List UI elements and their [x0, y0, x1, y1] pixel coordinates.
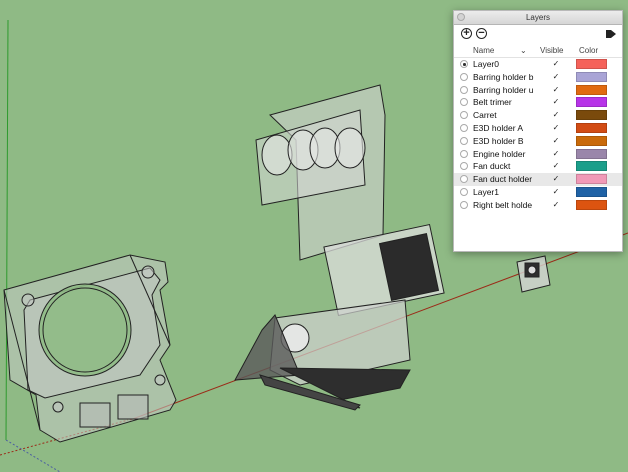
column-headers: Name ⌄ Visible Color — [454, 43, 622, 58]
active-layer-radio[interactable] — [460, 200, 468, 209]
layer-row[interactable]: Engine holder ✓ — [454, 148, 622, 161]
name-column-header[interactable]: Name — [473, 46, 495, 55]
layer-name[interactable]: Layer1 — [473, 186, 499, 197]
panel-titlebar[interactable]: Layers — [454, 11, 622, 25]
remove-layer-button[interactable]: − — [476, 28, 487, 39]
add-layer-button[interactable]: + — [461, 28, 472, 39]
active-layer-radio[interactable] — [460, 162, 468, 171]
color-swatch[interactable] — [576, 174, 607, 185]
active-layer-radio[interactable] — [460, 136, 468, 145]
color-swatch[interactable] — [576, 148, 607, 159]
layer-row[interactable]: Belt trimer ✓ — [454, 96, 622, 109]
active-layer-radio[interactable] — [460, 187, 468, 196]
color-swatch[interactable] — [576, 161, 607, 172]
active-layer-radio[interactable] — [460, 98, 468, 107]
color-swatch[interactable] — [576, 122, 607, 133]
layer-row[interactable]: Barring holder b ✓ — [454, 71, 622, 84]
layer-row[interactable]: Layer0 ✓ — [454, 58, 622, 71]
layer-name[interactable]: Fan duct holder — [473, 174, 533, 185]
layer-name[interactable]: Carret — [473, 110, 497, 121]
carriage-model[interactable] — [234, 84, 445, 411]
layer-name[interactable]: E3D holder A — [473, 122, 524, 133]
visible-checkbox[interactable]: ✓ — [552, 122, 560, 132]
sort-chevron-icon[interactable]: ⌄ — [520, 46, 527, 55]
color-swatch[interactable] — [576, 199, 607, 210]
color-swatch[interactable] — [576, 135, 607, 146]
active-layer-radio[interactable] — [460, 72, 468, 81]
visible-checkbox[interactable]: ✓ — [552, 174, 560, 184]
green-axis — [5, 19, 9, 441]
layer-row[interactable]: E3D holder B ✓ — [454, 135, 622, 148]
fan-mount-model[interactable] — [3, 254, 177, 443]
color-column-header[interactable]: Color — [579, 46, 599, 55]
visible-checkbox[interactable]: ✓ — [552, 135, 560, 145]
visible-checkbox[interactable]: ✓ — [552, 161, 560, 171]
layer-name[interactable]: Fan duckt — [473, 161, 511, 172]
layer-name[interactable]: Barring holder b — [473, 71, 534, 82]
layer-name[interactable]: Barring holder u — [473, 84, 534, 95]
visible-checkbox[interactable]: ✓ — [552, 148, 560, 158]
details-arrow-icon[interactable] — [605, 28, 617, 40]
active-layer-radio[interactable] — [460, 60, 468, 68]
layer-row[interactable]: Fan duct holder ✓ — [454, 173, 622, 186]
layer-name[interactable]: Engine holder — [473, 148, 526, 159]
visible-checkbox[interactable]: ✓ — [552, 84, 560, 94]
active-layer-radio[interactable] — [460, 85, 468, 94]
color-swatch[interactable] — [576, 59, 607, 69]
panel-title: Layers — [525, 13, 550, 22]
visible-checkbox[interactable]: ✓ — [552, 59, 560, 68]
layer-row[interactable]: Carret ✓ — [454, 109, 622, 122]
layer-list: Layer0✓Barring holder b✓Barring holder u… — [454, 58, 622, 212]
active-layer-radio[interactable] — [460, 175, 468, 184]
layer-name[interactable]: Belt trimer — [473, 97, 512, 108]
blue-axis-dotted — [5, 439, 61, 472]
active-layer-radio[interactable] — [460, 149, 468, 158]
color-swatch[interactable] — [576, 97, 607, 108]
visible-checkbox[interactable]: ✓ — [552, 199, 560, 209]
layers-panel: Layers + − Name ⌄ Visible Color Layer0✓B… — [453, 10, 623, 252]
color-swatch[interactable] — [576, 110, 607, 121]
visible-checkbox[interactable]: ✓ — [552, 71, 560, 81]
color-swatch[interactable] — [576, 84, 607, 95]
layer-row[interactable]: Barring holder u ✓ — [454, 84, 622, 97]
visible-column-header[interactable]: Visible — [540, 46, 564, 55]
panel-toolbar: + − — [454, 25, 622, 43]
belt-holder-model[interactable] — [516, 255, 551, 293]
close-icon[interactable] — [457, 13, 465, 21]
color-swatch[interactable] — [576, 186, 607, 197]
layer-name[interactable]: E3D holder B — [473, 135, 524, 146]
visible-checkbox[interactable]: ✓ — [552, 110, 560, 120]
layer-row[interactable]: E3D holder A ✓ — [454, 122, 622, 135]
layer-row[interactable]: Fan duckt ✓ — [454, 160, 622, 173]
layer-name[interactable]: Right belt holde — [473, 199, 533, 210]
active-layer-radio[interactable] — [460, 123, 468, 132]
color-swatch[interactable] — [576, 71, 607, 82]
active-layer-radio[interactable] — [460, 111, 468, 120]
visible-checkbox[interactable]: ✓ — [552, 186, 560, 196]
layer-row[interactable]: Layer1 ✓ — [454, 186, 622, 199]
layer-name[interactable]: Layer0 — [473, 59, 499, 69]
visible-checkbox[interactable]: ✓ — [552, 97, 560, 107]
layer-row[interactable]: Right belt holde ✓ — [454, 199, 622, 212]
